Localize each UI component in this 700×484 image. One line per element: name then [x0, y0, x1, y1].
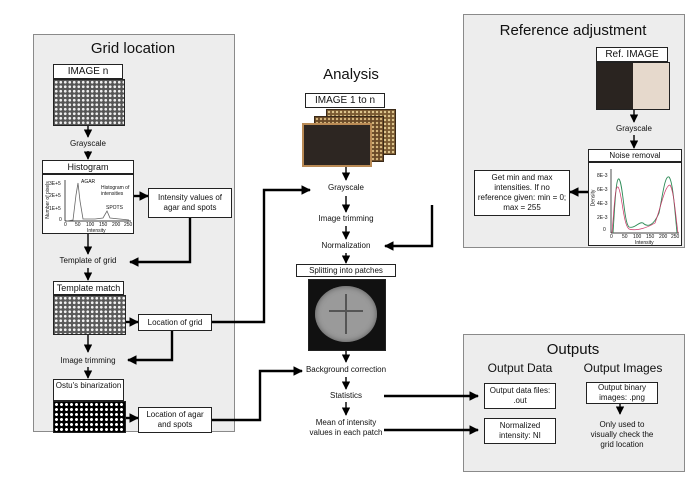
template-match-header: Template match	[53, 281, 124, 295]
output-images-note: Only used to visually check the grid loc…	[590, 420, 654, 449]
minmax-box: Get min and max intensities. If no refer…	[474, 170, 570, 216]
location-of-grid-box: Location of grid	[138, 314, 212, 331]
grid-step-template: Template of grid	[59, 256, 117, 265]
hist-xtick-3: 150	[99, 222, 108, 228]
hist-ytick-2: 1E+5	[49, 206, 61, 212]
noise-ytick-3: 6E-3	[597, 187, 608, 193]
splitting-header: Splitting into patches	[296, 264, 396, 277]
otsu-binary-image	[53, 401, 126, 433]
ref-image	[596, 62, 670, 110]
normalized-intensity-box: Normalized intensity: NI	[484, 418, 556, 444]
analysis-title: Analysis	[323, 66, 379, 83]
analysis-step-trimming: Image trimming	[318, 214, 374, 223]
patch-image	[308, 279, 386, 351]
noise-ytick-2: 4E-3	[597, 201, 608, 207]
noise-xtick-4: 200	[659, 234, 668, 240]
hist-agar-label: AGAR	[81, 179, 96, 185]
output-binary-images-box: Output binary images: .png	[586, 382, 658, 404]
noise-plot: Density 0 2E-3 4E-3 6E-3 8E-3 0 50 100 1…	[588, 162, 682, 246]
plate-stack	[298, 109, 398, 169]
noise-xtick-5: 250	[671, 234, 680, 240]
image-1-to-n-header: IMAGE 1 to n	[305, 93, 385, 108]
outputs-title: Outputs	[546, 341, 600, 358]
analysis-step-statistics: Statistics	[329, 391, 362, 400]
ref-step-grayscale: Grayscale	[615, 124, 652, 133]
hist-xtick-1: 50	[75, 222, 81, 228]
noise-xlabel: Intensity	[635, 240, 654, 246]
grid-step-grayscale: Grayscale	[69, 139, 106, 148]
hist-xtick-5: 250	[124, 222, 133, 228]
noise-ytick-4: 8E-3	[597, 173, 608, 179]
hist-legend: Histogram of intensities	[101, 185, 130, 197]
hist-ytick-1: 2E+5	[49, 193, 61, 199]
noise-ytick-1: 2E-3	[597, 215, 608, 221]
analysis-step-grayscale: Grayscale	[327, 183, 364, 192]
plate-image-n	[53, 79, 125, 126]
noise-removal-header: Noise removal	[588, 149, 682, 162]
image-n-header: IMAGE n	[53, 64, 123, 79]
intensity-values-box: Intensity values of agar and spots	[148, 188, 232, 218]
template-match-image	[53, 295, 126, 335]
noise-xtick-1: 50	[622, 234, 628, 240]
noise-ytick-0: 0	[603, 227, 606, 233]
noise-xtick-2: 100	[633, 234, 642, 240]
grid-location-title: Grid location	[90, 40, 176, 57]
ref-image-header: Ref. IMAGE	[596, 47, 668, 62]
output-images-title: Output Images	[583, 361, 663, 375]
reference-title: Reference adjustment	[499, 22, 647, 39]
noise-xtick-0: 0	[610, 234, 613, 240]
output-data-title: Output Data	[487, 361, 553, 375]
hist-xlabel: Intensity	[87, 228, 106, 234]
grid-step-trimming: Image trimming	[60, 356, 116, 365]
analysis-step-mean: Mean of intensity values in each patch	[309, 418, 383, 437]
hist-xtick-2: 100	[86, 222, 95, 228]
hist-ytick-3: 0	[59, 217, 62, 223]
output-data-files-box: Output data files: .out	[484, 383, 556, 409]
hist-xtick-0: 0	[64, 222, 67, 228]
analysis-step-normalization: Normalization	[321, 241, 371, 250]
hist-xtick-4: 200	[112, 222, 121, 228]
noise-ylabel: Density	[590, 189, 597, 207]
hist-spots-label: SPOTS	[106, 205, 123, 211]
otsu-header: Ostu's binarization	[53, 379, 124, 401]
location-agar-spots-box: Location of agar and spots	[138, 407, 212, 433]
hist-ytick-0: 3E+5	[49, 181, 61, 187]
histogram-plot: Number of pixels 3E+5 2E+5 1E+5 0 0 50 1…	[42, 174, 134, 234]
analysis-step-background: Background correction	[305, 365, 387, 374]
histogram-header: Histogram	[42, 160, 134, 174]
noise-xtick-3: 150	[646, 234, 655, 240]
